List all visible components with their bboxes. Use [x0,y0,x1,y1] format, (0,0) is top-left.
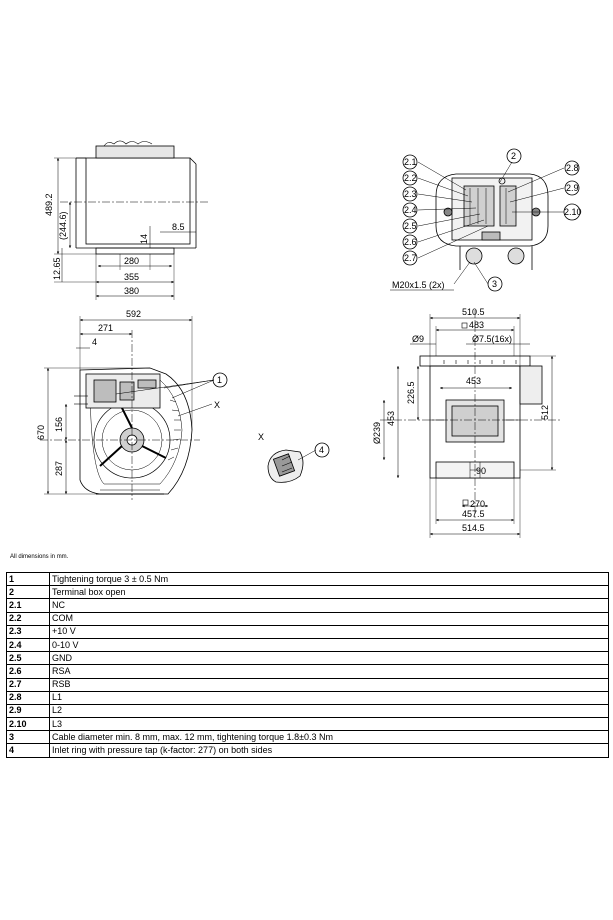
dim-90: 90 [476,466,486,476]
detail-x-title: X [258,432,264,442]
callout-2-7: 2.7 [404,253,417,263]
legend-key: 4 [6,743,50,758]
callout-2-6: 2.6 [404,237,417,247]
legend-text: L2 [49,703,609,719]
units-note: All dimensions in mm. [10,554,69,560]
legend-key: 2.1 [6,598,50,613]
dim-510-5: 510.5 [462,307,485,317]
dim-380: 380 [124,286,139,296]
callout-2-1: 2.1 [404,157,417,167]
front-view-labels: 592 271 4 670 156 287 1 X [36,309,222,476]
legend-text: Tightening torque 3 ± 0.5 Nm [49,571,609,587]
legend-key: 2.8 [6,690,50,705]
dim-483: 483 [469,320,484,330]
legend-row: 2.3+10 V [6,624,609,639]
technical-drawing: 489.2 (244.6) 12.65 14 8.5 280 355 380 [36,140,582,538]
legend-key: 2 [6,585,50,600]
terminal-box-labels: 2.1 2.2 2.3 2.4 2.5 2.6 2.7 2 2.8 2.9 2.… [392,151,582,290]
legend-text: NC [49,598,609,613]
callout-2-8: 2.8 [566,163,579,173]
dim-8-5: 8.5 [172,222,185,232]
legend-key: 1 [6,571,50,587]
dim-dia-9: Ø9 [412,334,424,344]
callout-2-3: 2.3 [404,189,417,199]
legend-text: Terminal box open [49,585,609,600]
legend-text: Inlet ring with pressure tap (k-factor: … [49,743,609,758]
front-view [40,316,228,500]
callout-1: 1 [217,375,222,385]
legend-key: 2.2 [6,611,50,626]
dim-270: 270 [470,499,485,509]
dim-271: 271 [98,323,113,333]
dim-670: 670 [36,425,46,440]
callout-2: 2 [511,151,516,161]
legend-text: RSA [49,664,609,679]
legend-key: 2.10 [6,717,50,732]
top-view-labels: 489.2 (244.6) 12.65 14 8.5 280 355 380 [44,193,185,296]
dim-457-5: 457.5 [462,509,485,519]
legend-text: +10 V [49,624,609,639]
dim-592: 592 [126,309,141,319]
dim-14: 14 [139,234,149,244]
side-view [380,310,560,538]
dim-dia-7-5: Ø7.5(16x) [472,334,512,344]
gland-label: M20x1.5 (2x) [392,280,445,290]
side-view-labels: 510.5 483 Ø9 Ø7.5(16x) 453 226.5 453 512… [372,307,550,533]
dim-512: 512 [540,405,550,420]
legend-key: 2.9 [6,703,50,719]
callout-3: 3 [492,279,497,289]
dim-244-6: (244.6) [58,211,68,240]
legend-key: 2.6 [6,664,50,679]
dim-453-h: 453 [466,376,481,386]
legend-key: 2.5 [6,651,50,666]
legend-text: Cable diameter min. 8 mm, max. 12 mm, ti… [49,730,609,745]
detail-x [267,442,330,483]
dim-226-5: 226.5 [406,381,416,404]
dim-514-5: 514.5 [462,523,485,533]
callout-4: 4 [319,445,324,455]
legend-text: GND [49,651,609,666]
dim-287: 287 [54,461,64,476]
dim-489-2: 489.2 [44,193,54,216]
legend-text: COM [49,611,609,626]
dim-156: 156 [54,417,64,432]
callout-x: X [214,400,220,410]
terminal-box-view [390,148,581,292]
callout-2-10: 2.10 [564,207,582,217]
dim-12-65: 12.65 [52,257,62,280]
dim-355: 355 [124,272,139,282]
dim-dia-239: Ø239 [372,422,382,444]
legend-text: L3 [49,717,609,732]
legend-key: 2.7 [6,677,50,692]
legend-key: 3 [6,730,50,745]
top-view [54,140,210,300]
detail-x-labels: X 4 [258,432,324,455]
callout-2-2: 2.2 [404,173,417,183]
legend-key: 2.3 [6,624,50,639]
callout-2-9: 2.9 [566,183,579,193]
legend-text: RSB [49,677,609,692]
legend-text: 0-10 V [49,637,609,653]
callout-2-4: 2.4 [404,205,417,215]
callout-2-5: 2.5 [404,221,417,231]
dim-280: 280 [124,256,139,266]
legend-text: L1 [49,690,609,705]
legend-key: 2.4 [6,637,50,653]
dim-4: 4 [92,337,97,347]
dim-453-v: 453 [386,411,396,426]
